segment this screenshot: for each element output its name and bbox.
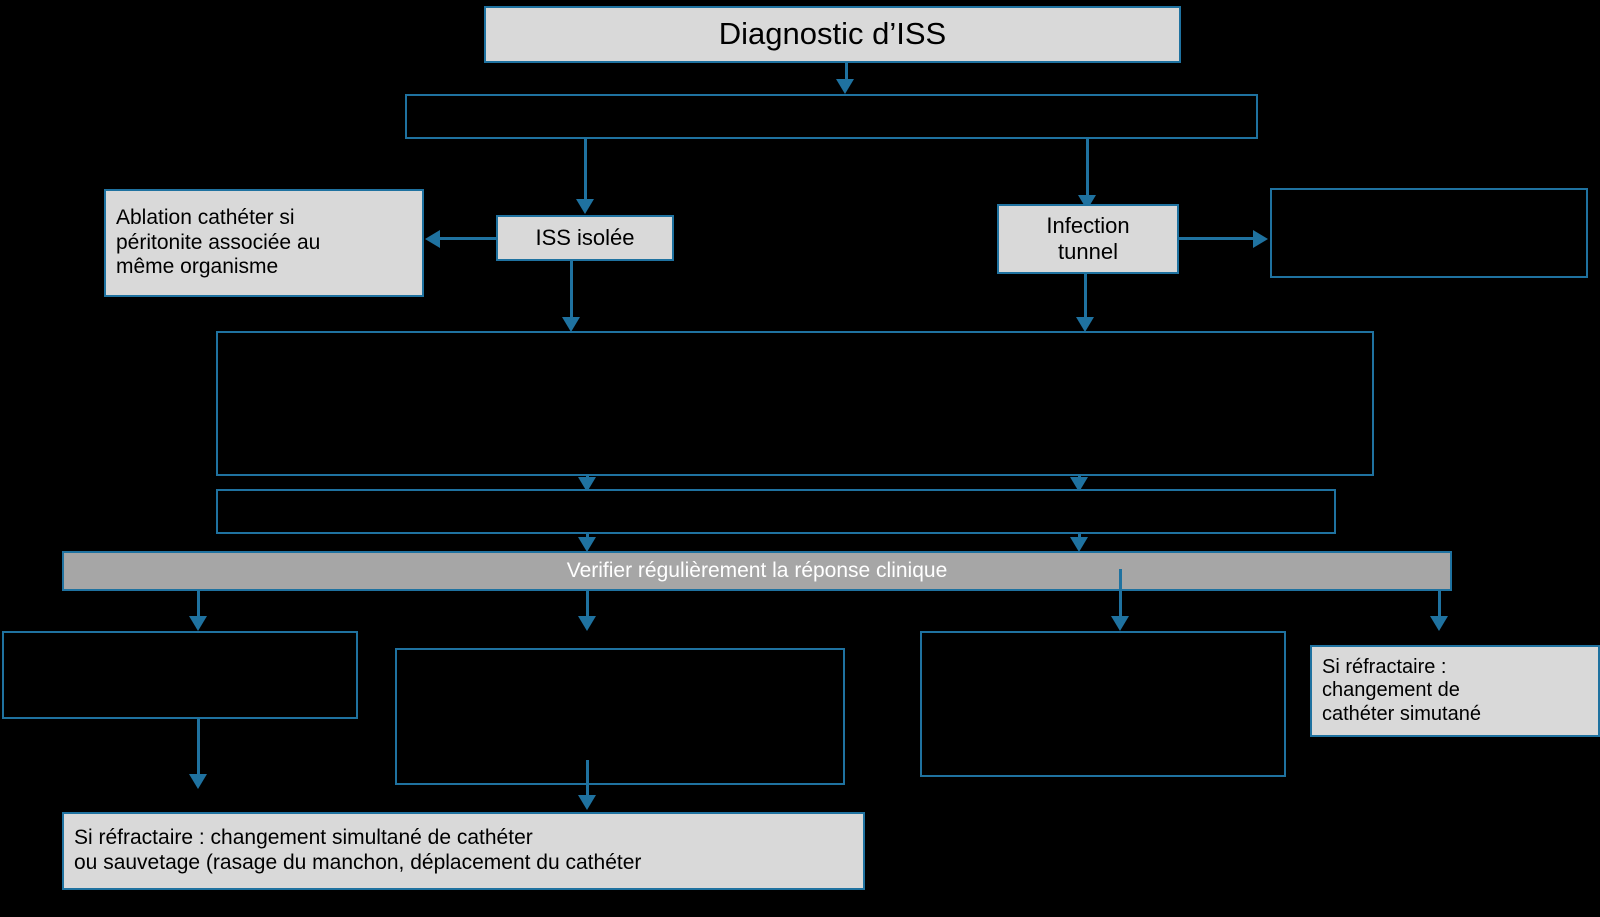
arrow-down-icon xyxy=(562,317,580,332)
arrow-down-icon xyxy=(1070,477,1088,492)
node-refractory-bottom[interactable]: Si réfractaire : changement simultané de… xyxy=(62,812,865,890)
connector-banner-to-outcome-mid xyxy=(586,591,589,619)
arrow-left-icon xyxy=(425,230,440,248)
arrow-down-icon xyxy=(836,79,854,94)
arrow-down-icon xyxy=(578,537,596,552)
node-verify-banner[interactable]: Verifier régulièrement la réponse cliniq… xyxy=(62,551,1452,591)
node-infection-tunnel[interactable]: Infection tunnel xyxy=(997,204,1179,274)
node-ablation-catheter-label: Ablation cathéter si péritonite associée… xyxy=(116,205,321,279)
node-title-diagnostic-iss[interactable]: Diagnostic d’ISS xyxy=(484,6,1181,63)
node-refractory-right-label: Si réfractaire : changement de cathéter … xyxy=(1322,655,1481,725)
arrow-down-icon xyxy=(576,199,594,214)
connector-triage-to-tunnel xyxy=(1086,139,1089,197)
arrow-down-icon xyxy=(1076,317,1094,332)
node-refractory-bottom-label: Si réfractaire : changement simultané de… xyxy=(74,826,642,874)
node-refractory-right[interactable]: Si réfractaire : changement de cathéter … xyxy=(1310,645,1600,737)
node-infection-tunnel-label: Infection tunnel xyxy=(1046,213,1130,264)
node-ablation-catheter[interactable]: Ablation cathéter si péritonite associée… xyxy=(104,189,424,297)
arrow-down-icon xyxy=(1430,616,1448,631)
arrow-down-icon xyxy=(189,616,207,631)
connector-banner-to-refractory-right xyxy=(1438,591,1441,619)
node-treatment-block[interactable] xyxy=(216,331,1374,476)
arrow-down-icon xyxy=(1111,616,1129,631)
node-outcome-mid[interactable] xyxy=(395,648,845,785)
arrow-down-icon xyxy=(578,795,596,810)
arrow-down-icon xyxy=(1070,537,1088,552)
node-outcome-left[interactable] xyxy=(2,631,358,719)
connector-tunnel-to-treatment xyxy=(1084,274,1087,319)
arrow-right-icon xyxy=(1253,230,1268,248)
connector-banner-to-outcome-left xyxy=(197,591,200,619)
node-tunnel-right[interactable] xyxy=(1270,188,1588,278)
node-title-label: Diagnostic d’ISS xyxy=(718,16,947,52)
node-outcome-right[interactable] xyxy=(920,631,1286,777)
connector-iss-to-treatment xyxy=(570,261,573,319)
connector-tunnel-to-right xyxy=(1179,237,1255,240)
arrow-down-icon xyxy=(578,616,596,631)
connector-outcome-mid-to-refractory-bottom xyxy=(586,760,589,798)
node-iss-isolee-label: ISS isolée xyxy=(535,225,635,251)
connector-iss-to-ablation xyxy=(440,237,498,240)
arrow-down-icon xyxy=(189,774,207,789)
connector-triage-to-iss xyxy=(584,139,587,201)
connector-outcome-left-to-refractory-bottom xyxy=(197,719,200,777)
connector-title-to-triage xyxy=(845,63,848,81)
arrow-down-icon xyxy=(578,477,596,492)
node-iss-isolee[interactable]: ISS isolée xyxy=(496,215,674,261)
node-narrow-block[interactable] xyxy=(216,489,1336,534)
node-triage-bar[interactable] xyxy=(405,94,1258,139)
connector-banner-to-outcome-right xyxy=(1119,569,1122,619)
node-verify-banner-label: Verifier régulièrement la réponse cliniq… xyxy=(566,558,948,582)
